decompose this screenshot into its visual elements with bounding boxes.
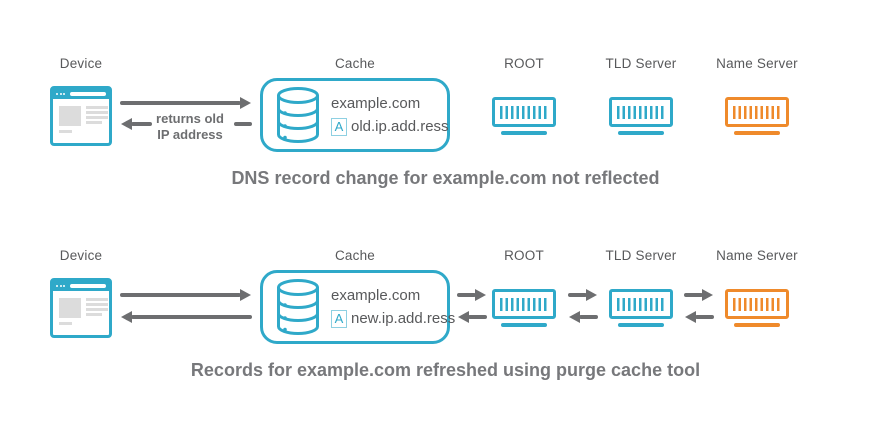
cache-record: example.com A new.ip.add.ress	[331, 287, 455, 328]
server-base	[618, 131, 664, 135]
query-arrow-right-icon	[457, 293, 476, 297]
name-server-icon	[725, 289, 789, 327]
response-arrow-left-icon	[579, 315, 598, 319]
content-block-placeholder	[59, 298, 81, 318]
name-server-label: Name Server	[716, 56, 798, 71]
record-value: new.ip.add.ress	[351, 310, 456, 327]
window-dot-icon	[59, 285, 62, 287]
database-icon	[277, 279, 319, 335]
server-vents	[499, 105, 549, 119]
diagram-caption-refreshed: Records for example.com refreshed using …	[190, 360, 701, 380]
browser-titlebar	[53, 281, 109, 291]
cache-box: example.com A new.ip.add.ress	[260, 270, 455, 344]
window-dot-icon	[63, 93, 65, 95]
server-base	[501, 131, 547, 135]
window-dot-icon	[59, 93, 62, 95]
query-arrow-right-icon	[568, 293, 587, 297]
cache-box: example.com A old.ip.add.ress	[260, 78, 450, 152]
tld-server-label: TLD Server	[605, 56, 677, 71]
server-base	[501, 323, 547, 327]
return-arrow-text-line2: IP address	[157, 127, 223, 142]
content-line-placeholder	[59, 322, 72, 325]
record-value: old.ip.add.ress	[351, 118, 449, 135]
diagram-row-refreshed-cache: Device Cache ROOT TLD Server Name Server	[0, 192, 891, 384]
cache-record: example.com A old.ip.add.ress	[331, 95, 449, 136]
window-dot-icon	[56, 285, 58, 287]
content-lines-placeholder	[86, 106, 108, 126]
diagram-row-stale-cache: Device Cache ROOT TLD Server Name Server…	[0, 0, 891, 192]
address-bar-shape	[69, 284, 106, 288]
cached-a-record: A old.ip.add.ress	[331, 117, 449, 136]
database-icon	[277, 87, 319, 143]
browser-titlebar	[53, 89, 109, 99]
query-arrow-right-icon	[684, 293, 703, 297]
cached-a-record: A new.ip.add.ress	[331, 309, 456, 328]
window-dot-icon	[63, 285, 65, 287]
response-arrow-left-icon	[695, 315, 714, 319]
server-base	[618, 323, 664, 327]
cached-domain: example.com	[331, 286, 421, 304]
tld-server-icon	[609, 97, 673, 135]
response-arrow-left-icon	[131, 315, 252, 319]
name-server-icon	[725, 97, 789, 135]
browser-content	[53, 291, 109, 335]
cached-domain: example.com	[331, 94, 421, 112]
content-lines-placeholder	[86, 298, 108, 318]
browser-window-icon	[50, 278, 112, 338]
server-vents	[732, 105, 782, 119]
return-arrow-text-line1: returns old	[156, 111, 224, 126]
browser-window-icon	[50, 86, 112, 146]
record-type-badge: A	[331, 117, 347, 136]
window-dot-icon	[56, 93, 58, 95]
query-arrow-right-icon	[120, 101, 241, 105]
root-server-label: ROOT	[504, 248, 544, 263]
tld-server-icon	[609, 289, 673, 327]
server-vents	[732, 297, 782, 311]
name-server-label: Name Server	[716, 248, 798, 263]
root-server-label: ROOT	[504, 56, 544, 71]
server-vents	[616, 105, 666, 119]
cache-label: Cache	[334, 248, 376, 263]
browser-content	[53, 99, 109, 143]
content-line-placeholder	[59, 130, 72, 133]
server-base	[734, 131, 780, 135]
diagram-caption-stale: DNS record change for example.com not re…	[231, 168, 660, 188]
server-vents	[499, 297, 549, 311]
device-label: Device	[59, 56, 103, 71]
server-vents	[616, 297, 666, 311]
server-base	[734, 323, 780, 327]
query-arrow-right-icon	[120, 293, 241, 297]
return-arrow-left-icon	[131, 122, 152, 126]
return-arrow-segment	[234, 122, 252, 126]
content-block-placeholder	[59, 106, 81, 126]
root-server-icon	[492, 289, 556, 327]
address-bar-shape	[69, 92, 106, 96]
record-type-badge: A	[331, 309, 347, 328]
tld-server-label: TLD Server	[605, 248, 677, 263]
cache-label: Cache	[334, 56, 376, 71]
root-server-icon	[492, 97, 556, 135]
device-label: Device	[59, 248, 103, 263]
response-arrow-left-icon	[468, 315, 487, 319]
